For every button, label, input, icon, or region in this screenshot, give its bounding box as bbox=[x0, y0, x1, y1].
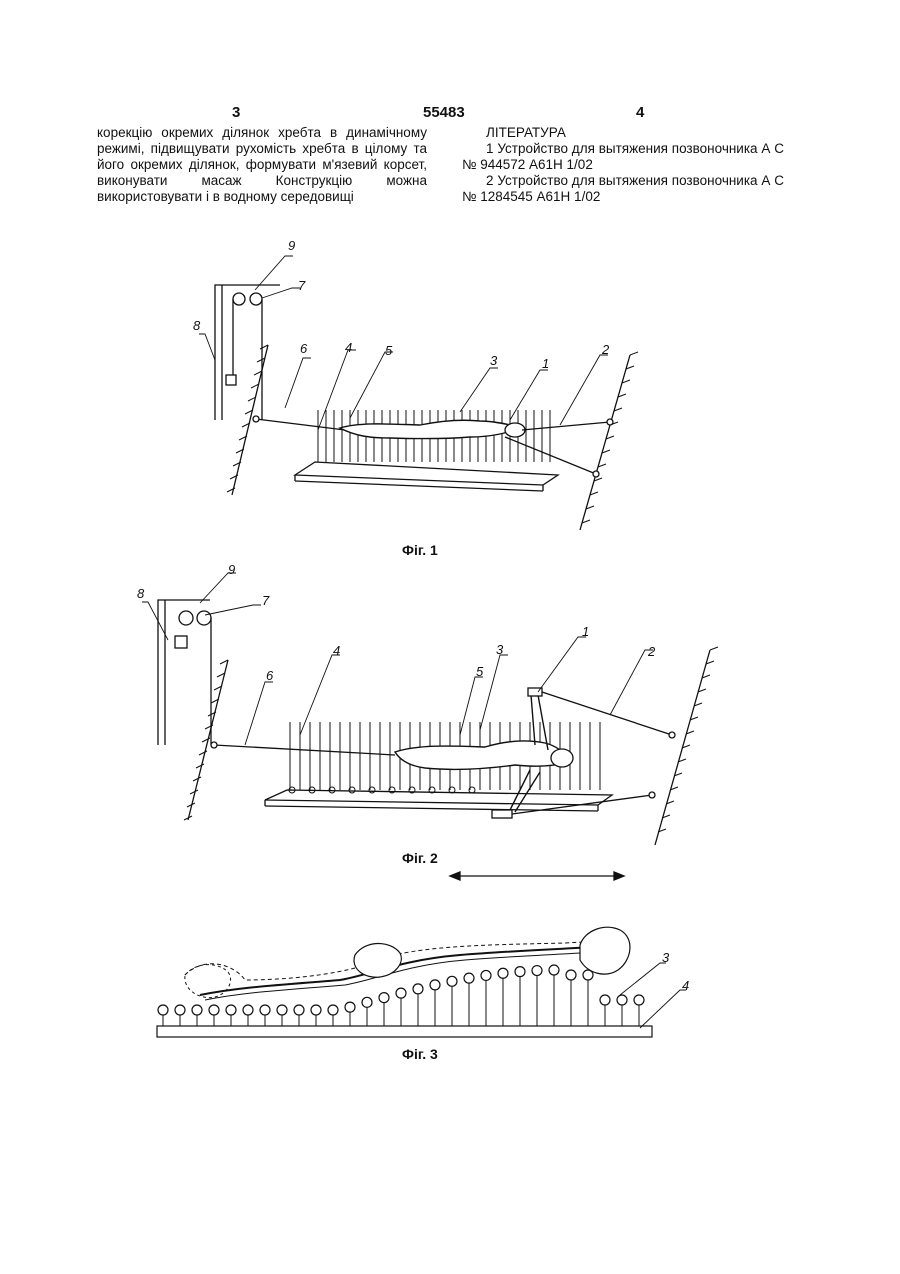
fig1-label-3: 3 bbox=[490, 353, 498, 368]
fig1-label-2: 2 bbox=[601, 342, 610, 357]
motion-arrow bbox=[450, 872, 624, 880]
fig2-caption: Фіг. 2 bbox=[402, 850, 438, 866]
figure-3 bbox=[157, 927, 686, 1037]
figure-3-labels: 3 4 bbox=[662, 950, 689, 993]
fig1-label-7: 7 bbox=[298, 278, 306, 293]
fig2-label-4: 4 bbox=[333, 643, 340, 658]
fig2-label-6: 6 bbox=[266, 668, 274, 683]
fig2-label-1: 1 bbox=[582, 624, 589, 639]
fig2-label-2: 2 bbox=[647, 644, 656, 659]
fig1-caption: Фіг. 1 bbox=[402, 542, 438, 558]
figure-2 bbox=[142, 573, 718, 845]
fig3-label-3: 3 bbox=[662, 950, 670, 965]
fig1-label-4: 4 bbox=[345, 340, 352, 355]
fig3-caption: Фіг. 3 bbox=[402, 1046, 438, 1062]
fig2-label-5: 5 bbox=[476, 664, 484, 679]
fig1-label-5: 5 bbox=[385, 343, 393, 358]
fig1-label-6: 6 bbox=[300, 341, 308, 356]
figure-2-labels: 9 8 7 6 4 5 3 1 2 bbox=[137, 562, 656, 683]
fig2-label-3: 3 bbox=[496, 642, 504, 657]
fig1-label-1: 1 bbox=[542, 356, 549, 371]
fig1-label-8: 8 bbox=[193, 318, 201, 333]
fig3-label-4: 4 bbox=[682, 978, 689, 993]
fig2-label-7: 7 bbox=[262, 593, 270, 608]
fig2-label-8: 8 bbox=[137, 586, 145, 601]
fig1-label-9: 9 bbox=[288, 238, 295, 253]
fig2-label-9: 9 bbox=[228, 562, 235, 577]
figure-1 bbox=[199, 256, 638, 530]
